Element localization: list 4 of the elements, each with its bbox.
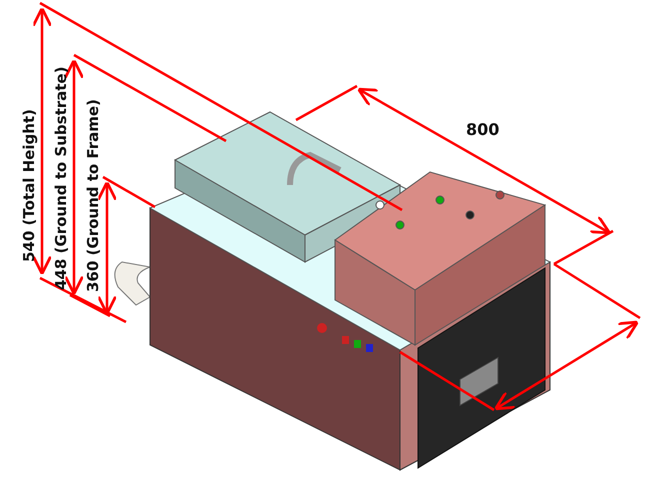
dimension-label: 540 (Total Height) — [20, 109, 38, 262]
dimension-label: 448 (Ground to Substrate) — [52, 66, 70, 290]
dimension-label: 360 (Ground to Frame) — [84, 99, 102, 292]
dimension-label: 800 — [466, 120, 500, 139]
